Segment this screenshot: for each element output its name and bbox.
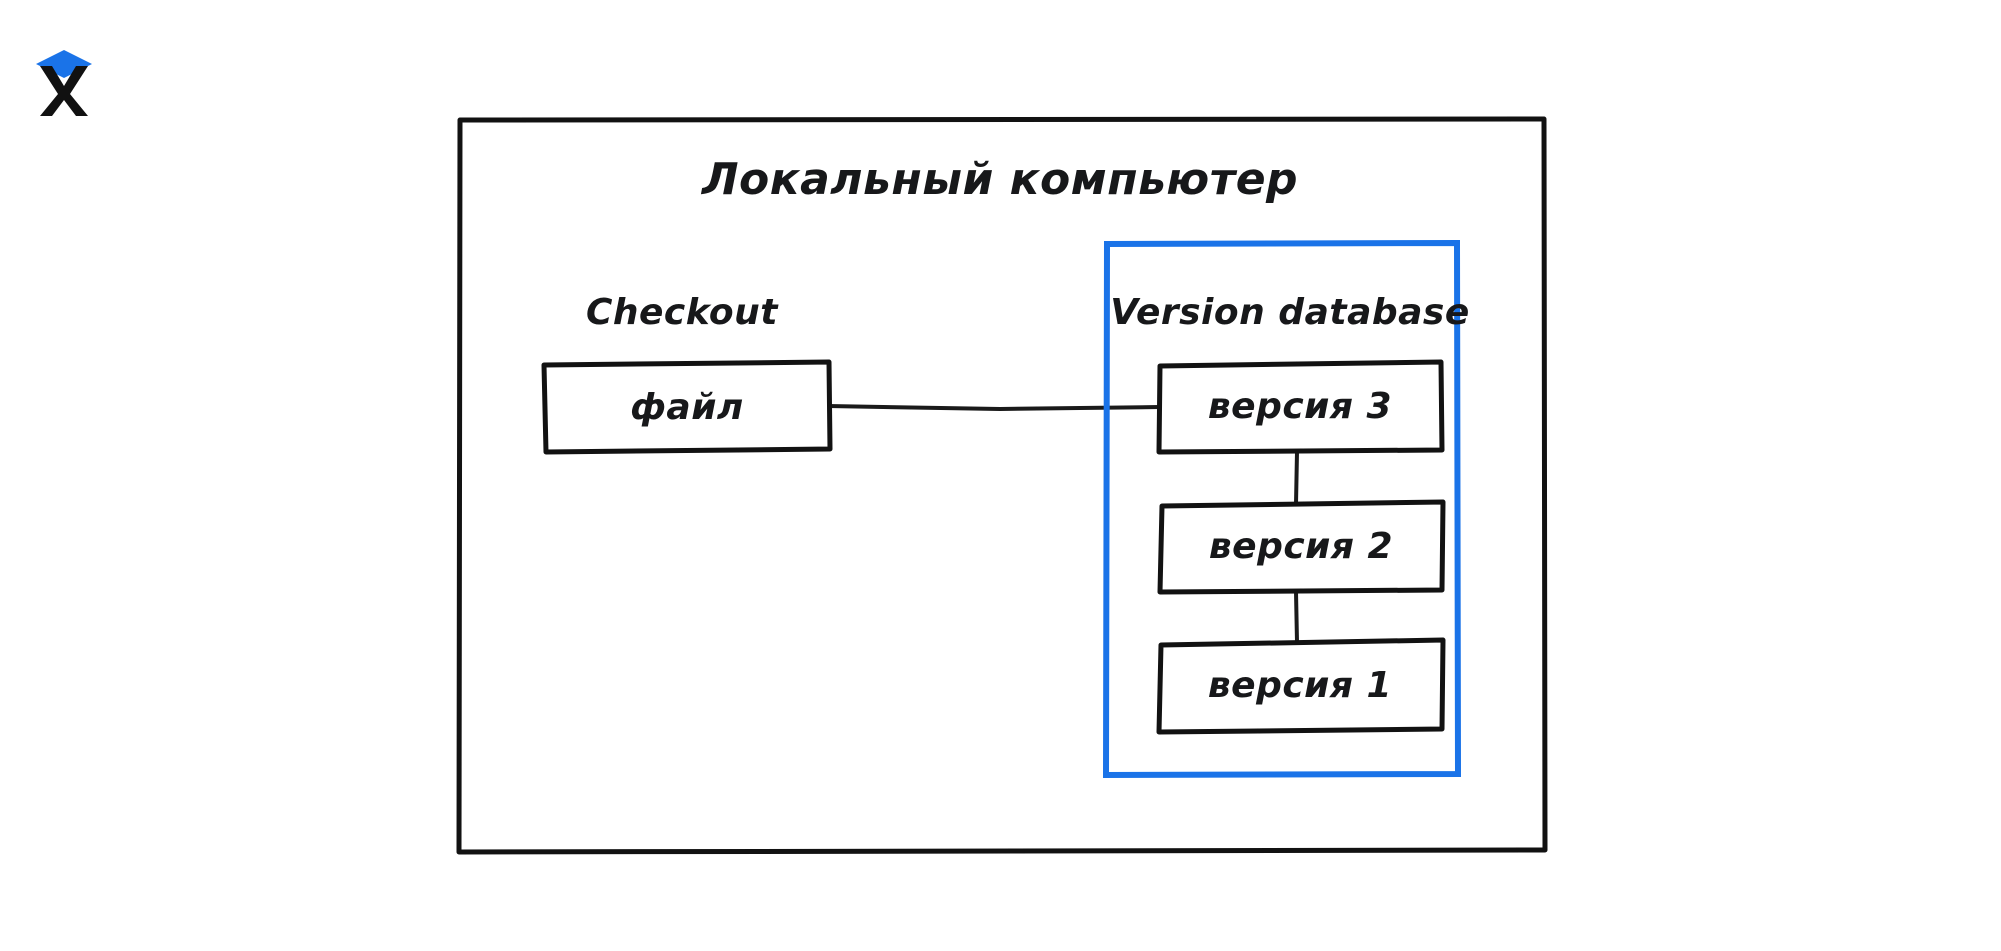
version-box-1-label: версия 1 <box>1208 665 1392 706</box>
connector-version3-to-version2 <box>1294 450 1299 506</box>
local-computer-title: Локальный компьютер <box>700 154 1298 205</box>
version-box-3-border <box>1156 359 1445 455</box>
version-box-1-border <box>1156 637 1446 735</box>
file-box-border <box>541 359 833 455</box>
file-box[interactable]: файл <box>541 359 833 455</box>
version-box-2-label: версия 2 <box>1209 526 1393 567</box>
version-database-border <box>1102 239 1462 779</box>
local-computer-frame <box>456 116 1548 855</box>
logo-letter-x-icon <box>40 66 88 116</box>
connector-file-to-version3 <box>826 404 1162 411</box>
version-box-3-label: версия 3 <box>1208 386 1392 427</box>
version-box-3[interactable]: версия 3 <box>1156 359 1445 455</box>
connector-version2-to-version1 <box>1294 590 1299 644</box>
x-logo: X <box>36 50 92 116</box>
version-database-label: Version database <box>1110 292 1470 333</box>
version-box-1[interactable]: версия 1 <box>1156 637 1446 735</box>
version-database-container <box>1102 239 1462 779</box>
version-box-2[interactable]: версия 2 <box>1157 499 1446 595</box>
version-box-2-border <box>1157 499 1446 595</box>
logo-diamond-icon <box>36 50 92 78</box>
checkout-label: Checkout <box>586 292 779 333</box>
file-box-label: файл <box>630 387 744 428</box>
local-computer-frame-border <box>456 116 1548 855</box>
